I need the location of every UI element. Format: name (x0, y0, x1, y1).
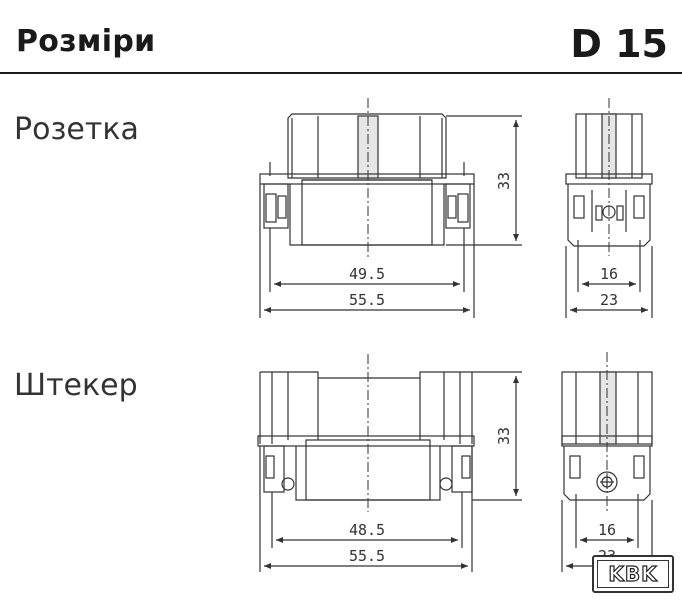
socket-front-inner-width: 49.5 (349, 265, 385, 283)
socket-side-view (565, 113, 653, 318)
plug-height-dimension: 33 (495, 427, 513, 445)
brand-logo: KBK (592, 555, 674, 593)
socket-height-dimension: 33 (495, 172, 513, 190)
plug-label: Штекер (14, 368, 138, 403)
plug-front-inner-width: 48.5 (349, 521, 385, 539)
header-divider (0, 72, 682, 74)
page-header: Розміри D 15 (0, 0, 682, 74)
product-code: D 15 (570, 22, 668, 66)
center-lines (367, 98, 610, 512)
socket-side-outer-width: 23 (600, 291, 618, 309)
plug-side-inner-width: 16 (598, 521, 616, 539)
socket-label: Розетка (14, 112, 139, 147)
plug-side-view (561, 371, 653, 572)
page-title: Розміри (16, 24, 156, 59)
socket-side-inner-width: 16 (600, 265, 618, 283)
brand-logo-text: KBK (597, 560, 669, 588)
socket-front-view (259, 113, 522, 318)
plug-front-outer-width: 55.5 (349, 547, 385, 565)
socket-front-outer-width: 55.5 (349, 291, 385, 309)
plug-front-view (257, 371, 522, 572)
